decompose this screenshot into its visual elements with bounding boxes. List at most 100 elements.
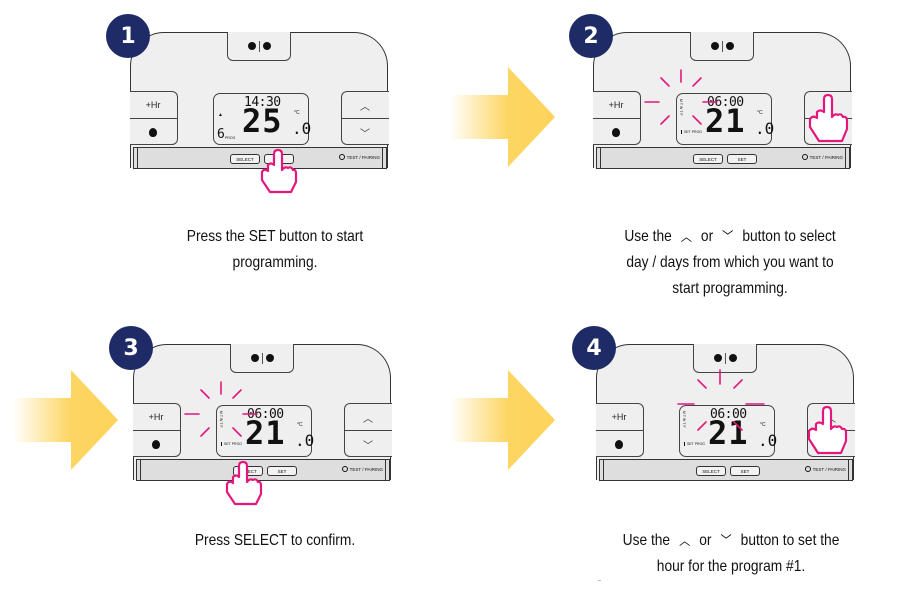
lcd-time: 14:30 xyxy=(244,95,281,110)
chevron-down-icon: ﹀ xyxy=(720,533,732,548)
lcd-set-prog-label: SET PROG xyxy=(221,442,242,446)
step-3-caption: Press SELECT to confirm. xyxy=(150,528,399,554)
caption-line: hour for the program #1. xyxy=(656,558,806,575)
up-button[interactable]: ︿ xyxy=(807,404,855,431)
lcd-day-indicators: MTWTF xyxy=(679,99,683,117)
led-icon xyxy=(804,466,811,472)
arrow-icon xyxy=(265,354,274,362)
lcd-time: 06:00 xyxy=(710,407,747,422)
snowflake-icon xyxy=(247,42,256,50)
select-button[interactable]: SELECT xyxy=(230,154,260,164)
caption-text: Use the xyxy=(622,532,671,549)
left-button-group: +Hr xyxy=(595,403,644,457)
plus-hour-button[interactable]: +Hr xyxy=(592,92,640,119)
set-button[interactable]: SET xyxy=(267,466,297,476)
next-step-arrow xyxy=(450,67,555,167)
snowflake-icon xyxy=(713,354,722,362)
lcd-unit: °C xyxy=(757,110,763,116)
right-button-group: ︿ ﹀ xyxy=(340,91,389,145)
caption-line: day / days from which you want to xyxy=(626,254,834,271)
chevron-up-icon: ︿ xyxy=(360,101,370,113)
flame-icon xyxy=(615,439,623,449)
lcd-time: 06:00 xyxy=(707,95,744,110)
thermostat-device: +Hr ▲ 14:30 25 °C .0 6 PROG ︿ ﹀ SELECT S… xyxy=(129,32,389,169)
down-button[interactable]: ﹀ xyxy=(345,431,392,457)
divider xyxy=(261,352,263,364)
lcd-unit: °C xyxy=(760,422,766,428)
lcd-decimal: .0 xyxy=(755,119,775,138)
arrow-icon xyxy=(725,42,734,50)
caption-line: start programming. xyxy=(672,280,788,297)
plus-hour-button[interactable]: +Hr xyxy=(132,404,180,431)
step-number-badge: 4 xyxy=(572,326,616,370)
test-pairing-button[interactable]: TEST / PAIRING xyxy=(804,466,846,472)
caption-line: Use the ︿ or ﹀ button to select xyxy=(592,224,867,250)
led-icon xyxy=(338,154,345,160)
chevron-up-icon: ︿ xyxy=(363,413,373,425)
down-button[interactable] xyxy=(805,119,852,145)
test-pairing-label: TEST / PAIRING xyxy=(349,466,383,472)
lcd-unit: °C xyxy=(297,422,303,428)
bottom-control-bar: SELECT SET TEST / PAIRING xyxy=(136,459,390,481)
step-number-badge: 3 xyxy=(109,326,153,370)
down-button[interactable]: ﹀ xyxy=(342,119,389,145)
heating-button[interactable] xyxy=(130,119,177,145)
test-pairing-button[interactable]: TEST / PAIRING xyxy=(341,466,383,472)
lcd-decimal: .0 xyxy=(292,119,312,138)
lcd-decimal: .0 xyxy=(758,431,778,450)
lcd-display: MTWTF 06:00 21 °C .0 SET PROG xyxy=(216,405,315,457)
heating-button[interactable] xyxy=(593,119,640,145)
up-button[interactable]: ︿ xyxy=(341,92,389,119)
chevron-up-icon: ︿ xyxy=(680,229,692,244)
flame-icon xyxy=(152,439,160,449)
up-button[interactable]: ︿ xyxy=(804,92,852,119)
test-pairing-label: TEST / PAIRING xyxy=(346,154,380,160)
left-button-group: +Hr xyxy=(592,91,641,145)
heating-button[interactable] xyxy=(596,431,643,457)
lcd-unit: °C xyxy=(294,110,300,116)
right-button-group: ︿ xyxy=(806,403,855,457)
caption-line: programming. xyxy=(232,254,318,271)
select-button[interactable]: SELECT xyxy=(693,154,723,164)
next-step-arrow xyxy=(450,370,555,470)
divider xyxy=(724,352,726,364)
caption-text: Use the xyxy=(624,228,672,245)
step-number-badge: 2 xyxy=(569,14,613,58)
chevron-down-icon: ﹀ xyxy=(363,440,373,452)
chevron-up-icon: ︿ xyxy=(679,533,691,548)
signal-icon: ▲ xyxy=(218,112,223,118)
heating-button[interactable] xyxy=(133,431,180,457)
up-button[interactable]: ︿ xyxy=(344,404,392,431)
caption-line: Use the ︿ or ﹀ button to set the xyxy=(589,528,873,554)
led-icon xyxy=(341,466,348,472)
select-button[interactable]: SELECT xyxy=(696,466,726,476)
lcd-display: MTWTF 06:00 21 °C .0 SET PROG xyxy=(679,405,778,457)
test-pairing-button[interactable]: TEST / PAIRING xyxy=(801,154,843,160)
test-pairing-label: TEST / PAIRING xyxy=(809,154,843,160)
plus-hour-button[interactable]: +Hr xyxy=(595,404,643,431)
step-1: 1 +Hr ▲ 14:30 25 °C .0 6 PROG ︿ ﹀ SELECT… xyxy=(106,14,390,194)
set-button[interactable]: SET xyxy=(264,154,294,164)
test-pairing-button[interactable]: TEST / PAIRING xyxy=(338,154,380,160)
set-button[interactable]: SET xyxy=(727,154,757,164)
mode-indicator-tab xyxy=(227,32,291,61)
lcd-temperature: 21 xyxy=(245,414,286,452)
flame-icon xyxy=(149,127,157,137)
plus-hour-button[interactable]: +Hr xyxy=(129,92,177,119)
lcd-temperature: 21 xyxy=(705,102,746,140)
step-3: 3 +Hr MTWTF 06:00 21 °C .0 SET PROG ︿ ﹀ … xyxy=(109,326,393,506)
thermostat-device: +Hr MTWTF 06:00 21 °C .0 SET PROG ︿ SELE… xyxy=(595,344,855,481)
set-button[interactable]: SET xyxy=(730,466,760,476)
divider xyxy=(721,40,723,52)
select-button[interactable]: SELECT xyxy=(233,466,263,476)
arrow-icon xyxy=(728,354,737,362)
thermostat-device: +Hr MTWTF 06:00 21 °C .0 SET PROG ︿ ﹀ SE… xyxy=(132,344,392,481)
step-2-caption: Use the ︿ or ﹀ button to select day / da… xyxy=(592,224,867,302)
down-button[interactable] xyxy=(808,431,855,457)
lcd-temperature: 25 xyxy=(242,102,283,140)
step-1-caption: Press the SET button to start programmin… xyxy=(150,224,399,276)
lcd-decimal: .0 xyxy=(295,431,315,450)
caption-line: Press SELECT to confirm. xyxy=(194,532,356,549)
snowflake-icon xyxy=(250,354,259,362)
caption-text: button to select xyxy=(742,228,836,245)
